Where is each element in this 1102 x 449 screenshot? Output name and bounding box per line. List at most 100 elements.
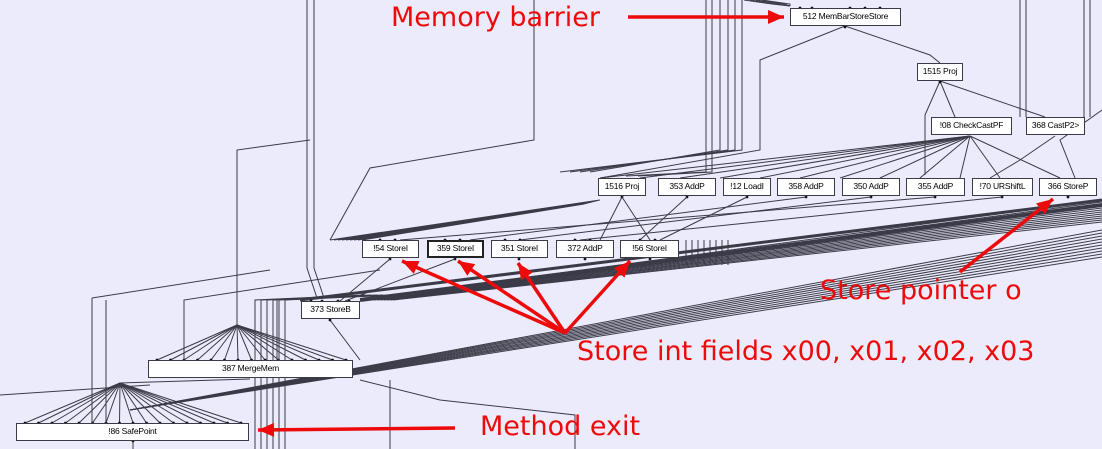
graph-edge [78,382,121,424]
node-1516-proj[interactable]: 1516 Proj [598,178,646,196]
node-350-addp[interactable]: 350 AddP [842,178,900,196]
graph-edge [197,324,238,361]
node-370-urshiftl[interactable]: !70 URShiftL [972,178,1033,196]
graph-edge [679,135,971,179]
node-312-loadi[interactable]: !12 LoadI [723,178,771,196]
node-373-storeb[interactable]: 373 StoreB [301,301,360,319]
graph-edge [969,135,1061,179]
graph-edge [639,135,971,179]
graph-edge [119,382,121,424]
graph-edge [0,384,151,396]
graph-edge [519,196,872,241]
graph-edge [579,196,1003,241]
arrow-memory-barrier-head [768,10,784,24]
edge-port [1066,195,1070,199]
graph-edge [329,319,361,361]
graph-edge [749,0,791,7]
graph-edge [170,324,238,361]
graph-edge [119,382,161,424]
edge-port [938,80,942,84]
graph-edge [383,215,1102,301]
graph-edge [599,196,623,241]
graph-edge [236,324,306,361]
arrow-method-exit [257,426,456,432]
graph-edge [119,382,174,424]
graph-edge [625,0,707,177]
node-512-membarstorestore[interactable]: 512 MemBarStoreStore [790,8,901,26]
node-1515-proj[interactable]: 1515 Proj [917,63,963,81]
node-368-castp2x[interactable]: 368 CastP2> [1026,117,1085,135]
node-354-storei[interactable]: !54 StoreI [362,240,419,258]
graph-edge [119,382,134,424]
graph-edge [210,324,238,361]
graph-edge [377,211,1102,301]
edge-port [517,257,521,261]
graph-edge [761,0,791,6]
graph-edge [119,382,201,424]
graph-edge [236,324,252,361]
heavy-edge [299,198,1102,302]
graph-edge [989,135,1056,179]
arrow-store-int-354-head [402,261,420,274]
arrow-store-int-351-head [518,263,533,281]
graph-edge [759,135,971,179]
graph-edge [24,382,121,424]
node-359-storei[interactable]: 359 StoreI [427,240,484,258]
graph-edge [579,0,729,173]
graph-edge [313,0,325,299]
graph-edge [51,382,121,424]
node-408-checkcastpp[interactable]: !08 CheckCastPF [931,117,1012,135]
node-353-addp[interactable]: 353 AddP [658,178,716,196]
edge-port [583,257,587,261]
graph-edge [105,382,121,424]
edge-port [843,25,847,29]
graph-edge [361,203,585,241]
node-372-addp[interactable]: 372 AddP [556,240,614,258]
graph-edge [119,382,147,424]
graph-edge [129,256,1102,411]
annotation-store-pointer: Store pointer o [820,275,1022,306]
graph-edge [969,135,1001,179]
annotation-memory-barrier: Memory barrier [391,2,601,33]
arrow-store-int-359-head [458,261,476,276]
node-355-addp[interactable]: 355 AddP [906,178,965,196]
graph-edge [119,382,188,424]
graph-edge [119,378,251,384]
graph-edge [380,213,1102,301]
node-386-safepoint[interactable]: !86 SafePoint [16,423,249,441]
graph-edge [156,324,238,361]
graph-edge [183,324,238,361]
graph-edge [236,324,266,361]
heavy-edge [359,203,1102,302]
graph-edge [399,196,936,241]
node-366-storep[interactable]: 366 StoreP [1039,178,1097,196]
arrow-store-int-359 [457,259,566,335]
graph-edge [236,139,311,325]
node-356-storei[interactable]: !56 StoreI [620,240,679,258]
graph-edge [959,135,971,179]
graph-edge [329,0,535,241]
node-351-storei[interactable]: 351 StoreI [491,240,548,258]
graph-edge [599,25,846,179]
graph-edge [386,217,1102,301]
node-387-mergemem[interactable]: 387 MergeMem [148,360,353,378]
graph-edge [224,324,238,361]
graph-edge [924,80,941,175]
graph-edge [939,80,956,118]
graph-edge [119,382,242,424]
graph-edge [1059,109,1102,179]
graph-edge [236,324,239,361]
graph-edge [344,258,456,302]
graph-edge [799,135,971,179]
graph-edge [844,25,941,64]
graph-edge [719,135,971,179]
arrow-store-int-354 [401,259,566,335]
graph-edge [839,135,971,179]
graph-edge [389,219,1102,301]
graph-edge [236,324,347,361]
graph-edge [339,258,391,302]
node-358-addp[interactable]: 358 AddP [777,178,835,196]
graph-edge [91,269,271,299]
graph-edge [589,0,721,173]
